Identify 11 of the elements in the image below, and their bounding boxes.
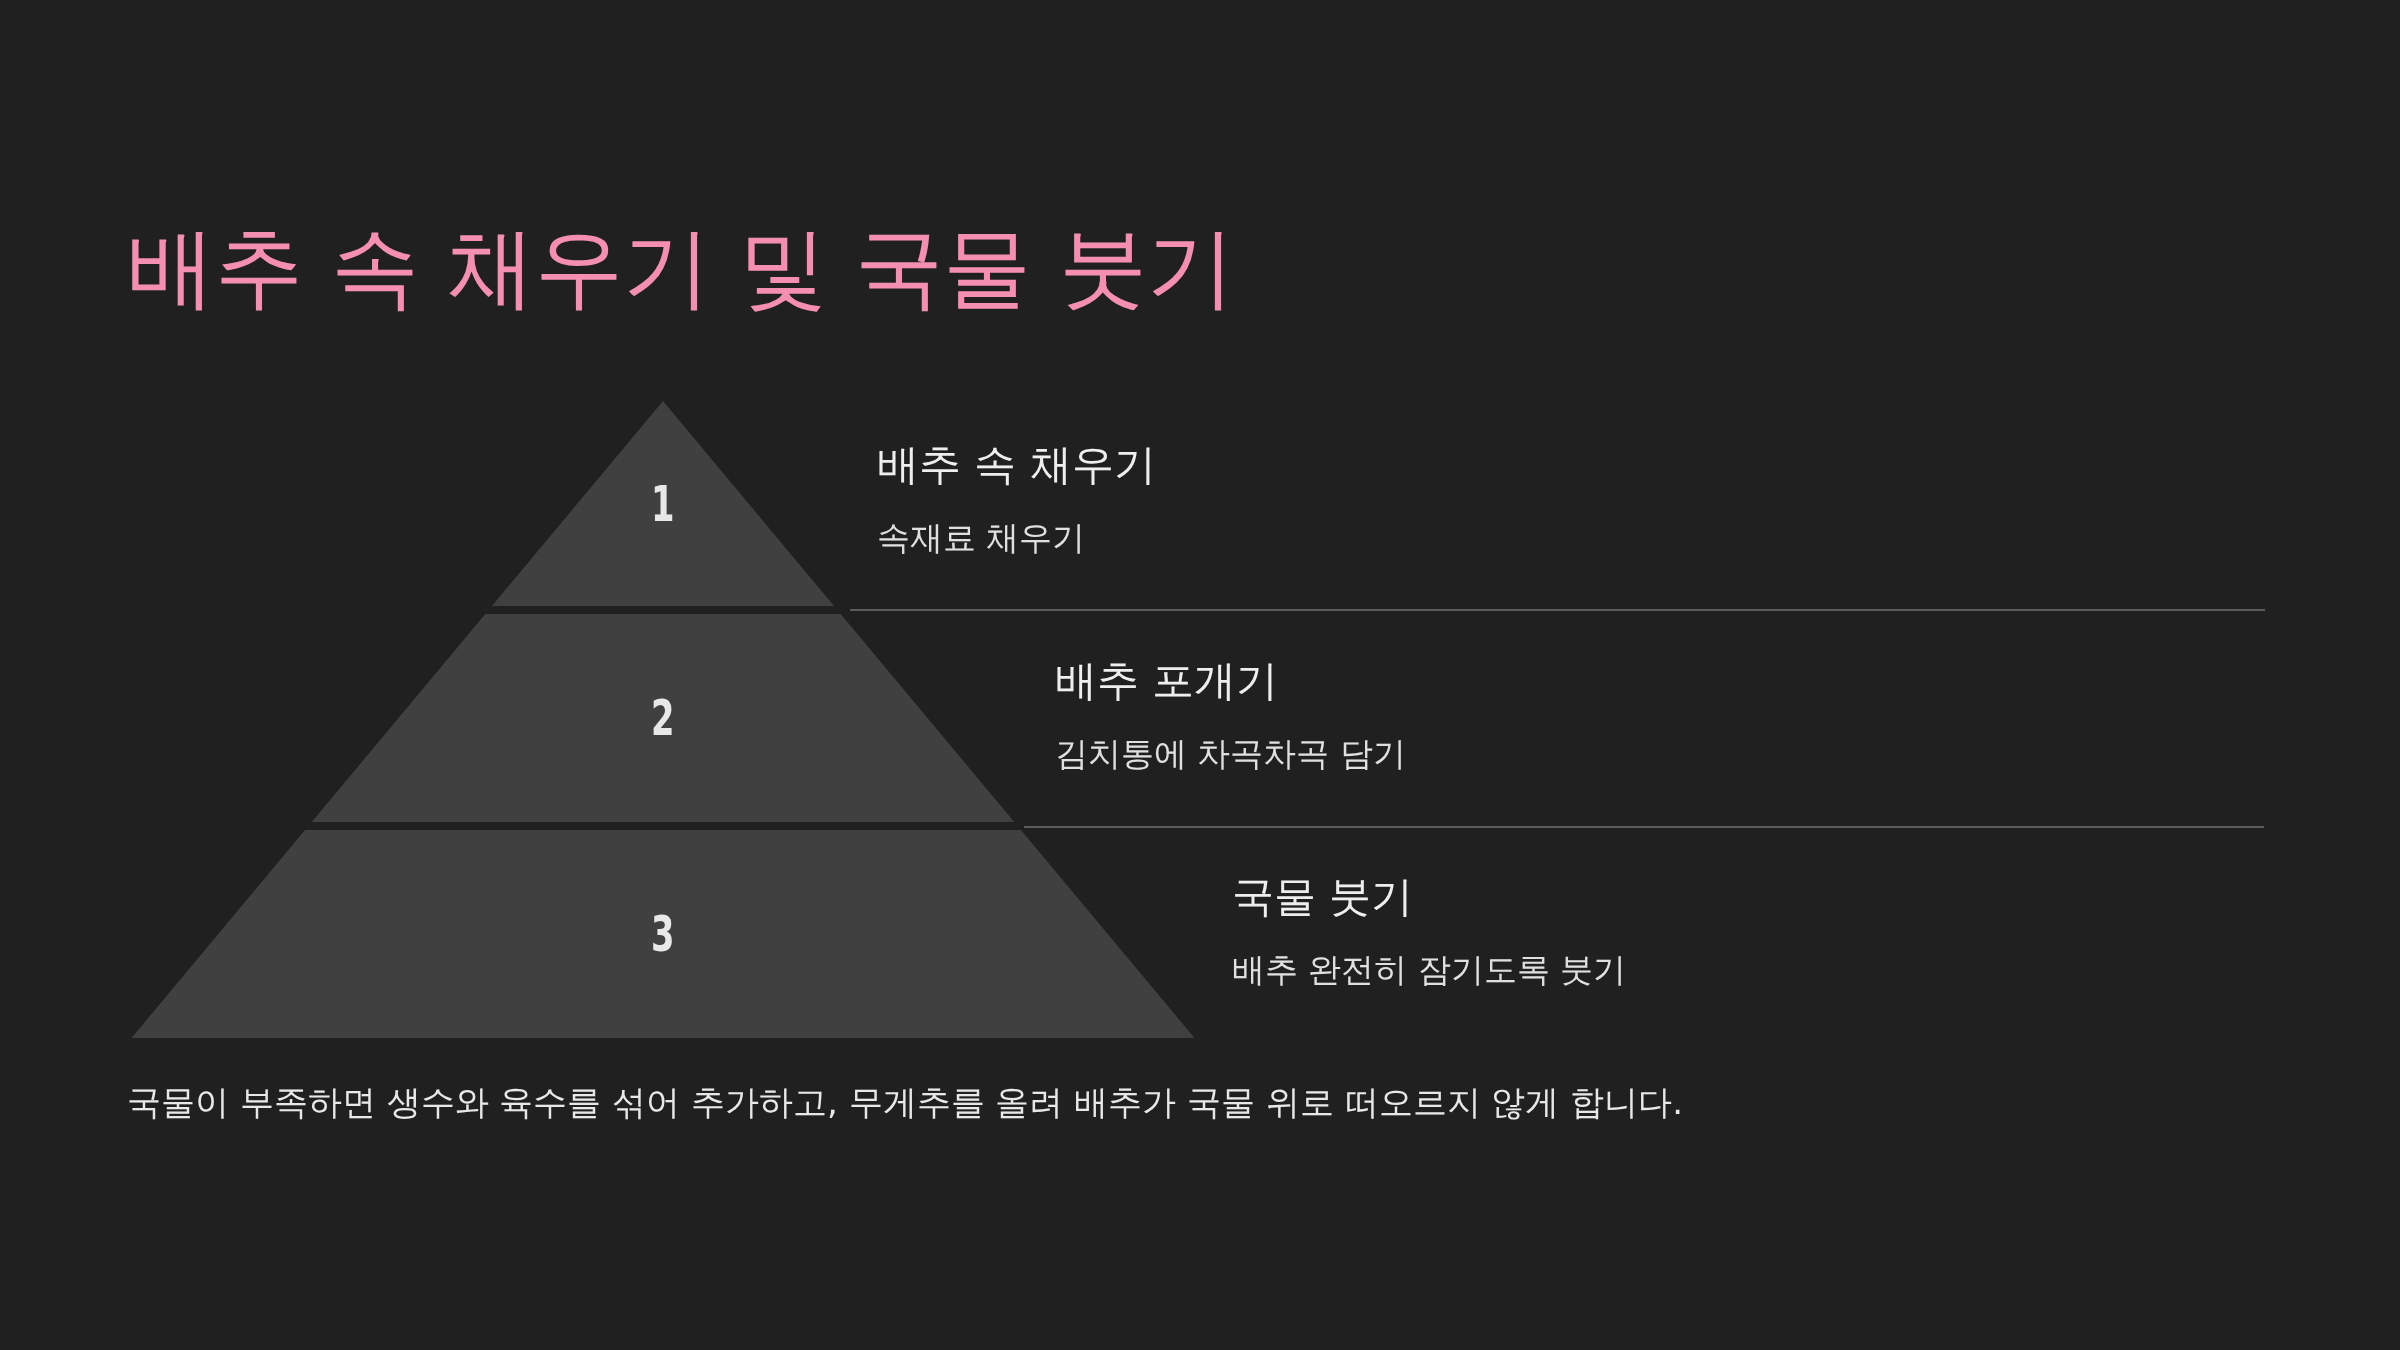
tier-heading: 배추 속 채우기 <box>877 440 1156 491</box>
title: 배추 속 채우기 및 국물 붓기 <box>127 215 1235 321</box>
tier-number: 1 <box>651 478 675 529</box>
tier-description: 배추 완전히 잠기도록 붓기 <box>1232 950 1627 990</box>
tier-number: 2 <box>651 693 675 743</box>
tier-description: 속재료 채우기 <box>877 518 1086 558</box>
tier-heading: 국물 붓기 <box>1232 872 1414 923</box>
footnote: 국물이 부족하면 생수와 육수를 섞어 추가하고, 무게추를 올려 배추가 국물 위로 떠오르지 않게 합니다. <box>127 1081 1684 1124</box>
tier-description: 김치통에 차곡차곡 담기 <box>1055 734 1406 774</box>
tier-number: 3 <box>651 909 675 959</box>
tier-heading: 배추 포개기 <box>1055 656 1279 707</box>
